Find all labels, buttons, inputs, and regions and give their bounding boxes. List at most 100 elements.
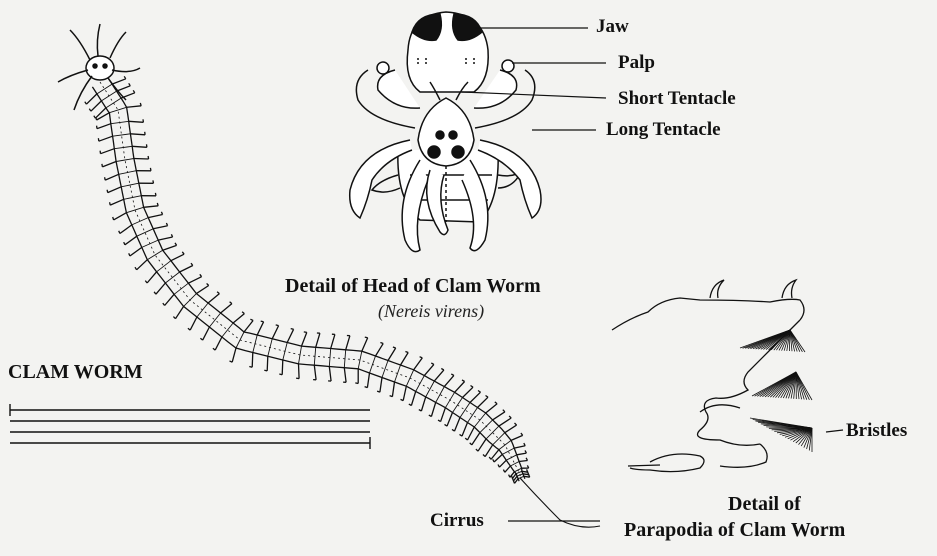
worm-parapodium: [478, 396, 489, 408]
worm-parapodium: [343, 368, 346, 383]
parapodia-bristles: [740, 330, 812, 452]
worm-parapodium: [476, 439, 486, 451]
worm-segment: [113, 134, 131, 136]
cirrus-tail: [520, 478, 600, 527]
worm-parapodium: [455, 380, 465, 392]
worm-segment: [468, 408, 478, 423]
worm-parapodium: [328, 367, 331, 382]
worm-parapodium: [144, 203, 159, 207]
worm-segment: [514, 468, 521, 472]
worm-parapodium: [522, 465, 529, 468]
worm-segment: [406, 370, 413, 386]
worm-parapodium: [188, 274, 201, 283]
worm-parapodium: [134, 156, 149, 159]
worm-parapodium: [89, 101, 101, 111]
jaw-label: Jaw: [596, 16, 629, 38]
worm-parapodium: [400, 386, 406, 400]
worm-segment: [147, 250, 162, 259]
bristles-leader: [826, 430, 843, 432]
worm-parapodium: [233, 312, 244, 323]
worm-parapodium: [499, 416, 511, 426]
worm-segment: [106, 98, 121, 108]
worm-parapodium: [522, 469, 528, 472]
worm-parapodium: [139, 180, 154, 183]
worm-parapodium: [498, 460, 506, 467]
worm-segment: [253, 335, 257, 353]
palp-label: Palp: [618, 52, 655, 74]
worm-parapodium: [124, 236, 137, 245]
worm-parapodium: [365, 373, 370, 388]
worm-parapodium: [129, 247, 142, 256]
worm-parapodium: [200, 327, 209, 340]
head-detail-drawing: [350, 12, 541, 252]
worm-parapodium: [97, 124, 111, 129]
worm-parapodium: [85, 94, 97, 104]
worm-segment: [268, 339, 272, 356]
worm-parapodium: [514, 443, 525, 448]
worm-parapodium: [249, 353, 253, 368]
worm-segment: [142, 240, 158, 247]
scale-bars: [10, 404, 370, 449]
worm-segment: [197, 303, 208, 317]
worm-parapodium: [171, 252, 184, 261]
bristles-label: Bristles: [846, 420, 907, 442]
worm-parapodium: [470, 433, 480, 445]
worm-segment: [382, 361, 388, 378]
worm-segment: [480, 420, 493, 433]
worm-parapodium: [445, 413, 453, 427]
worm-segment: [416, 376, 425, 392]
worm-parapodium: [429, 402, 436, 416]
worm-parapodium: [136, 168, 151, 171]
worm-parapodium: [158, 234, 172, 240]
worm-parapodium: [470, 391, 481, 403]
head-caption-scientific: (Nereis virens): [378, 300, 484, 322]
worm-parapodium: [452, 418, 460, 432]
worm-parapodium: [221, 302, 232, 313]
worm-parapodium: [163, 243, 177, 251]
worm-parapodium: [409, 391, 416, 405]
worm-segment: [209, 313, 220, 327]
worm-parapodium: [302, 332, 307, 346]
worm-parapodium: [100, 149, 114, 154]
worm-parapodium: [130, 132, 145, 135]
worm-parapodium: [279, 360, 283, 375]
worm-parapodium: [196, 283, 208, 293]
worm-parapodium: [230, 348, 237, 362]
worm-parapodium: [493, 410, 505, 420]
worm-parapodium: [316, 333, 320, 347]
cirrus-label: Cirrus: [430, 510, 484, 532]
worm-parapodium: [331, 334, 335, 348]
worm-parapodium: [180, 263, 193, 272]
worm-parapodium: [94, 108, 106, 118]
worm-segment: [283, 343, 287, 361]
head-caption-title: Detail of Head of Clam Worm: [285, 274, 541, 298]
worm-parapodium: [148, 212, 162, 218]
worm-segment: [137, 229, 153, 236]
worm-parapodium: [296, 364, 299, 379]
worm-parapodium: [377, 378, 382, 393]
worm-parapodium: [355, 369, 358, 384]
worm-segment: [506, 455, 516, 460]
worm-segment: [184, 294, 197, 307]
worm-parapodium: [313, 365, 316, 380]
worm-parapodium: [188, 317, 197, 330]
worm-segment: [493, 433, 505, 445]
parapodia-detail-drawing: [612, 280, 804, 472]
worm-parapodium: [163, 294, 174, 305]
worm-parapodium: [424, 363, 434, 376]
worm-parapodium: [444, 374, 454, 387]
worm-parapodium: [465, 427, 474, 440]
worm-segment: [510, 462, 519, 467]
worm-segment: [157, 261, 171, 272]
worm-segment: [474, 413, 485, 427]
worm-parapodium: [463, 386, 474, 398]
worm-segment: [174, 283, 188, 294]
worm-parapodium: [401, 352, 409, 366]
worm-parapodium: [153, 223, 167, 229]
worm-parapodium: [517, 450, 527, 454]
worm-segment: [460, 403, 470, 418]
worm-segment: [97, 84, 112, 94]
worm-parapodium: [257, 321, 263, 335]
worm-parapodium: [119, 225, 132, 234]
